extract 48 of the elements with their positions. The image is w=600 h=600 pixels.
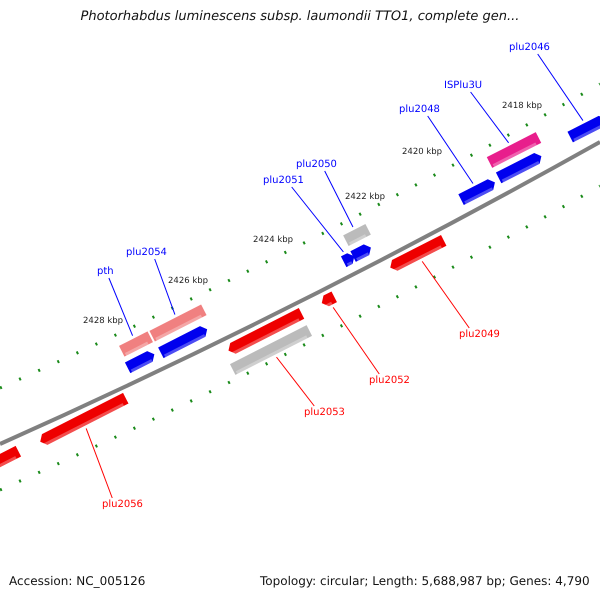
gene-feature <box>496 153 542 184</box>
gene-feature <box>322 291 337 308</box>
gene-label: plu2046 <box>509 42 550 53</box>
gene-label: ISPlu3U <box>444 80 482 91</box>
gene-feature <box>119 331 153 357</box>
gene-label: plu2056 <box>102 499 143 510</box>
gene-feature <box>124 351 154 374</box>
gene-feature <box>343 224 371 246</box>
title: Photorhabdus luminescens subsp. laumondii TTO1, complete gen... <box>80 10 520 24</box>
gene-feature <box>228 308 304 356</box>
leader-line <box>154 258 176 316</box>
leader-line <box>291 186 344 252</box>
gene-label: pth <box>97 266 114 277</box>
gene-label: plu2049 <box>459 329 500 340</box>
gene-label: plu2051 <box>263 175 304 186</box>
scale-label: 2422 kbp <box>345 193 386 202</box>
gene-feature <box>149 304 207 342</box>
leader-line <box>537 54 584 122</box>
gene-feature <box>486 132 542 168</box>
leader-line <box>276 356 315 406</box>
scale-label: 2428 kbp <box>83 317 124 326</box>
scale-label: 2420 kbp <box>402 148 442 158</box>
gene-label: plu2054 <box>126 247 167 258</box>
gene-feature <box>230 325 312 375</box>
leader-line <box>108 278 134 336</box>
scale-label: 2426 kbp <box>168 277 208 286</box>
footer-text: Accession: NC_005126 <box>9 575 146 588</box>
leader-line <box>86 428 113 498</box>
gene-feature <box>158 326 208 358</box>
scale-label: 2424 kbp <box>253 236 294 246</box>
footer-text: Topology: circular; Length: 5,688,987 bp; Genes: 4,790 <box>260 575 590 588</box>
gene-feature <box>458 179 495 205</box>
leader-line <box>427 116 474 184</box>
leader-line <box>470 92 510 144</box>
gene-label: plu2052 <box>369 375 410 386</box>
gene-feature <box>340 253 354 268</box>
scale-label: 2418 kbp <box>502 102 542 112</box>
leader-line <box>324 170 354 228</box>
gene-feature <box>0 446 22 470</box>
gene-feature <box>350 244 371 262</box>
leader-line <box>422 260 470 328</box>
leader-line <box>332 306 380 374</box>
gene-label: plu2053 <box>304 407 345 418</box>
gene-label: plu2050 <box>296 159 337 170</box>
gene-feature <box>40 392 128 446</box>
gene-feature <box>567 116 600 142</box>
gene-feature <box>390 235 446 272</box>
gene-label: plu2048 <box>399 104 440 115</box>
